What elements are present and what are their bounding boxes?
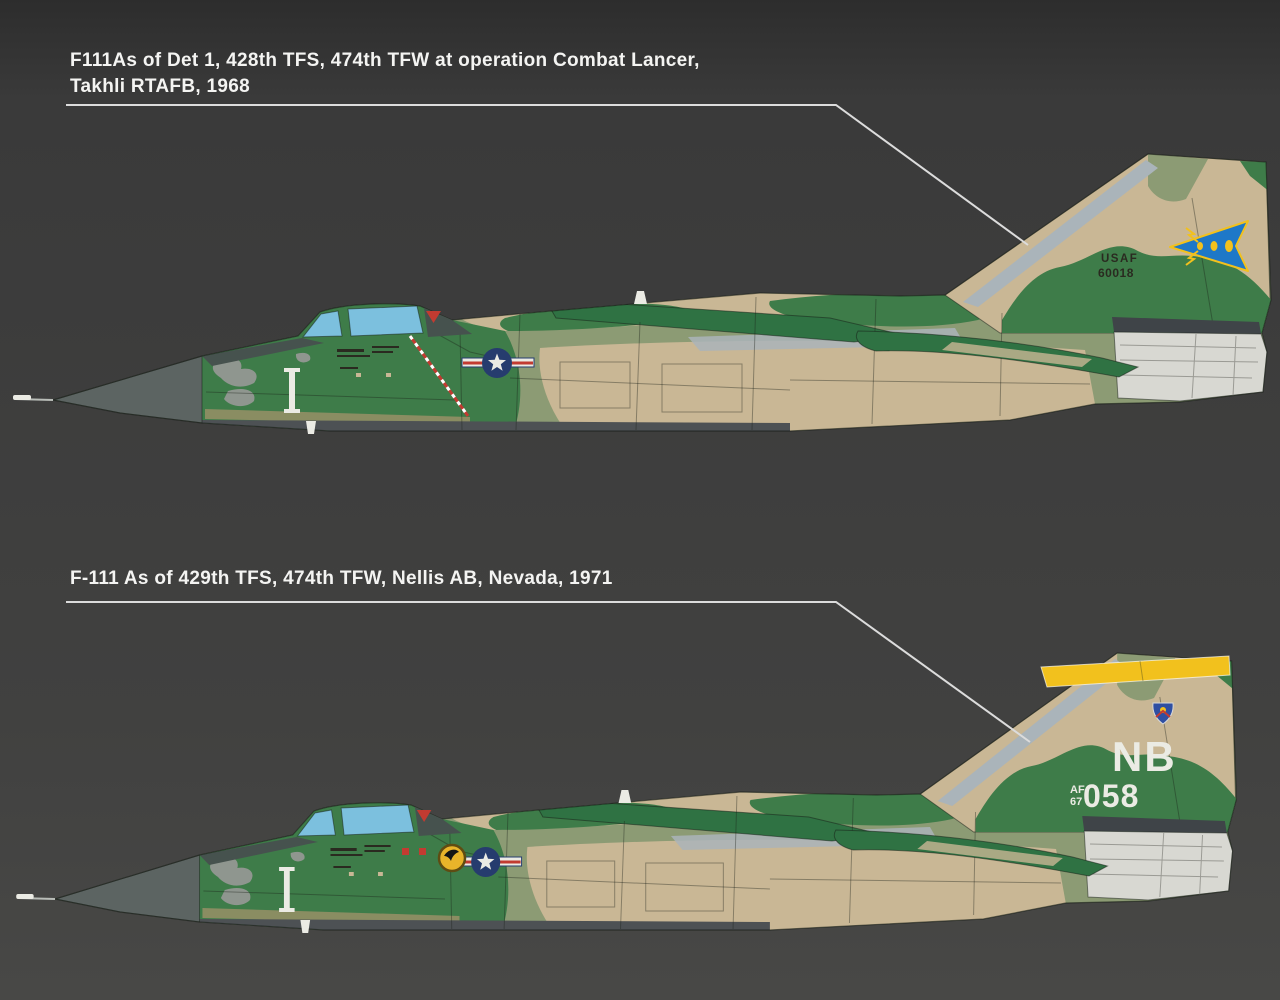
serial-year-text: 67 [1070, 796, 1082, 808]
leader-line-second [66, 601, 1031, 743]
annotation-first-line2: Takhli RTAFB, 1968 [70, 76, 250, 97]
annotation-second: F-111 As of 429th TFS, 474th TFW, Nellis… [70, 566, 613, 592]
boarding-ladder-stripe [408, 335, 470, 417]
tail-wing-emblem [1169, 220, 1249, 272]
leader-line-first [66, 104, 1029, 246]
annotation-first: F111As of Det 1, 428th TFS, 474th TFW at… [70, 48, 700, 100]
serial-digits-text: 058 [1083, 778, 1139, 814]
red-square-marking-2 [419, 848, 426, 855]
tail-yellow-band [1040, 655, 1231, 688]
tail-code-text: NB [1112, 733, 1177, 780]
tail-serial-text: 60018 [1098, 266, 1134, 280]
annotation-first-line1: F111As of Det 1, 428th TFS, 474th TFW at… [70, 50, 700, 71]
aircraft-second: NB AF 67 058 [16, 653, 1236, 933]
red-square-marking-1 [402, 848, 409, 855]
annotation-second-line1: F-111 As of 429th TFS, 474th TFW, Nellis… [70, 568, 613, 589]
tac-shield-emblem [1152, 702, 1174, 725]
squadron-badge [437, 843, 467, 873]
serial-prefix-text: AF [1070, 784, 1085, 796]
tail-service-text: USAF [1101, 253, 1138, 265]
aircraft-first: USAF 60018 [13, 154, 1271, 434]
